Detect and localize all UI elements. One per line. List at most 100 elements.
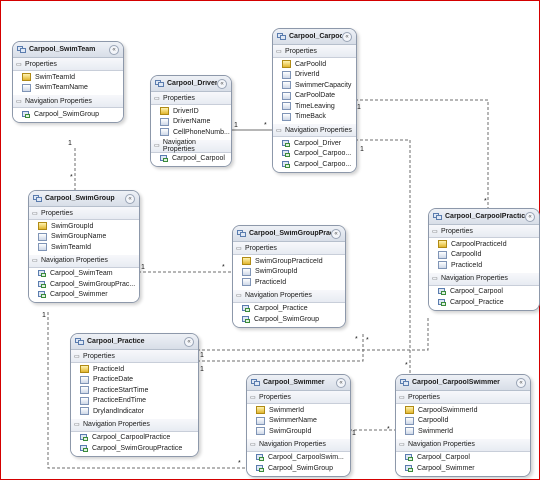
entity-header[interactable]: Carpool_SwimTeam« <box>13 42 123 58</box>
navigation-section-header[interactable]: ▭Navigation Properties <box>13 95 123 108</box>
navigation-row[interactable]: Carpool_SwimTeam <box>29 269 139 280</box>
property-row[interactable]: DriverName <box>151 117 231 128</box>
collapse-toggle-icon[interactable]: ▭ <box>399 394 405 401</box>
entity-header[interactable]: Carpool_Practice« <box>71 334 198 350</box>
navigation-row[interactable]: Carpool_Practice <box>233 304 345 315</box>
property-row[interactable]: CarPoolId <box>273 59 356 70</box>
property-row[interactable]: CellPhoneNumb... <box>151 127 231 138</box>
navigation-section-header[interactable]: ▭Navigation Properties <box>273 124 356 137</box>
property-row[interactable]: CarpoolId <box>429 250 539 261</box>
property-row[interactable]: PracticeDate <box>71 375 198 386</box>
collapse-toggle-icon[interactable]: ▭ <box>32 210 38 217</box>
collapse-icon[interactable]: « <box>109 44 119 55</box>
navigation-section-header[interactable]: ▭Navigation Properties <box>429 272 539 286</box>
navigation-section-header[interactable]: ▭Navigation Properties <box>233 289 345 303</box>
collapse-toggle-icon[interactable]: ▭ <box>432 276 438 282</box>
navigation-row[interactable]: Carpool_SwimGroup <box>233 314 345 325</box>
property-row[interactable]: TimeBack <box>273 112 356 123</box>
properties-section-header[interactable]: ▭Properties <box>247 391 350 404</box>
collapse-toggle-icon[interactable]: ▭ <box>16 98 22 105</box>
properties-section-header[interactable]: ▭Properties <box>13 58 123 71</box>
navigation-row[interactable]: Carpool_Carpoo... <box>273 149 356 160</box>
property-row[interactable]: SwimGroupId <box>29 221 139 232</box>
navigation-row[interactable]: Carpool_Swimmer <box>396 463 530 474</box>
entity-header[interactable]: Carpool_CarpoolSwimmer« <box>396 375 530 391</box>
property-row[interactable]: PracticeId <box>429 260 539 271</box>
collapse-toggle-icon[interactable]: ▭ <box>432 228 438 235</box>
navigation-row[interactable]: Carpool_Carpool <box>429 287 539 298</box>
property-row[interactable]: PracticeId <box>71 364 198 375</box>
collapse-toggle-icon[interactable]: ▭ <box>154 143 160 149</box>
collapse-icon[interactable]: « <box>516 377 526 388</box>
collapse-icon[interactable]: « <box>184 336 194 347</box>
collapse-toggle-icon[interactable]: ▭ <box>74 353 80 360</box>
property-row[interactable]: SwimGroupId <box>233 267 345 278</box>
property-row[interactable]: SwimmerName <box>247 416 350 427</box>
collapse-icon[interactable]: « <box>125 193 135 204</box>
entity-header[interactable]: Carpool_SwimGroup« <box>29 191 139 207</box>
property-row[interactable]: CarpoolId <box>396 416 530 427</box>
entity-header[interactable]: Carpool_SwimGroupPractice« <box>233 226 345 242</box>
association-line[interactable] <box>47 312 246 469</box>
property-row[interactable]: PracticeId <box>233 277 345 288</box>
property-row[interactable]: CarpoolPracticeId <box>429 239 539 250</box>
navigation-row[interactable]: Carpool_CarpoolSwim... <box>247 453 350 464</box>
property-row[interactable]: DriverID <box>151 106 231 117</box>
properties-section-header[interactable]: ▭Properties <box>71 350 198 363</box>
navigation-row[interactable]: Carpool_SwimGroup <box>247 463 350 474</box>
navigation-section-header[interactable]: ▭Navigation Properties <box>29 254 139 268</box>
collapse-icon[interactable]: « <box>331 228 341 239</box>
navigation-row[interactable]: Carpool_CarpoolPractice <box>71 433 198 444</box>
property-row[interactable]: SwimTeamId <box>13 72 123 83</box>
property-row[interactable]: CarPoolDate <box>273 91 356 102</box>
collapse-toggle-icon[interactable]: ▭ <box>276 48 282 55</box>
navigation-row[interactable]: Carpool_Carpool <box>151 154 231 165</box>
property-row[interactable]: SwimmerId <box>247 405 350 416</box>
collapse-toggle-icon[interactable]: ▭ <box>250 442 256 448</box>
entity-header[interactable]: Carpool_CarpoolPractice« <box>429 209 539 225</box>
navigation-row[interactable]: Carpool_Practice <box>429 297 539 308</box>
properties-section-header[interactable]: ▭Properties <box>429 225 539 238</box>
navigation-row[interactable]: Carpool_Swimmer <box>29 290 139 301</box>
entity-swimgrouppractice[interactable]: Carpool_SwimGroupPractice«▭PropertiesSwi… <box>232 225 346 328</box>
navigation-section-header[interactable]: ▭Navigation Properties <box>396 438 530 452</box>
property-row[interactable]: SwimGroupPracticeId <box>233 256 345 267</box>
navigation-row[interactable]: Carpool_SwimGroupPractice <box>71 443 198 454</box>
collapse-toggle-icon[interactable]: ▭ <box>276 127 282 134</box>
navigation-section-header[interactable]: ▭Navigation Properties <box>71 418 198 432</box>
association-line[interactable] <box>355 139 411 374</box>
collapse-toggle-icon[interactable]: ▭ <box>74 422 80 428</box>
property-row[interactable]: SwimGroupId <box>247 426 350 437</box>
entity-header[interactable]: Carpool_Driver« <box>151 76 231 92</box>
properties-section-header[interactable]: ▭Properties <box>233 242 345 255</box>
properties-section-header[interactable]: ▭Properties <box>29 207 139 220</box>
navigation-row[interactable]: Carpool_SwimGroupPrac... <box>29 279 139 290</box>
property-row[interactable]: SwimGroupName <box>29 232 139 243</box>
collapse-icon[interactable]: « <box>342 31 352 42</box>
properties-section-header[interactable]: ▭Properties <box>273 45 356 58</box>
navigation-section-header[interactable]: ▭Navigation Properties <box>151 139 231 153</box>
association-line[interactable] <box>197 333 364 362</box>
collapse-icon[interactable]: « <box>217 78 227 89</box>
collapse-icon[interactable]: « <box>336 377 346 388</box>
navigation-row[interactable]: Carpool_SwimGroup <box>13 109 123 120</box>
association-line[interactable] <box>197 318 429 351</box>
property-row[interactable]: PracticeEndTime <box>71 396 198 407</box>
entity-header[interactable]: Carpool_Swimmer« <box>247 375 350 391</box>
property-row[interactable]: PracticeStartTime <box>71 385 198 396</box>
collapse-toggle-icon[interactable]: ▭ <box>236 245 242 252</box>
collapse-icon[interactable]: « <box>525 211 535 222</box>
property-row[interactable]: CarpoolSwimmerId <box>396 405 530 416</box>
navigation-row[interactable]: Carpool_Carpool <box>396 453 530 464</box>
property-row[interactable]: SwimmerId <box>396 426 530 437</box>
collapse-toggle-icon[interactable]: ▭ <box>154 95 160 102</box>
property-row[interactable]: DriverId <box>273 70 356 81</box>
